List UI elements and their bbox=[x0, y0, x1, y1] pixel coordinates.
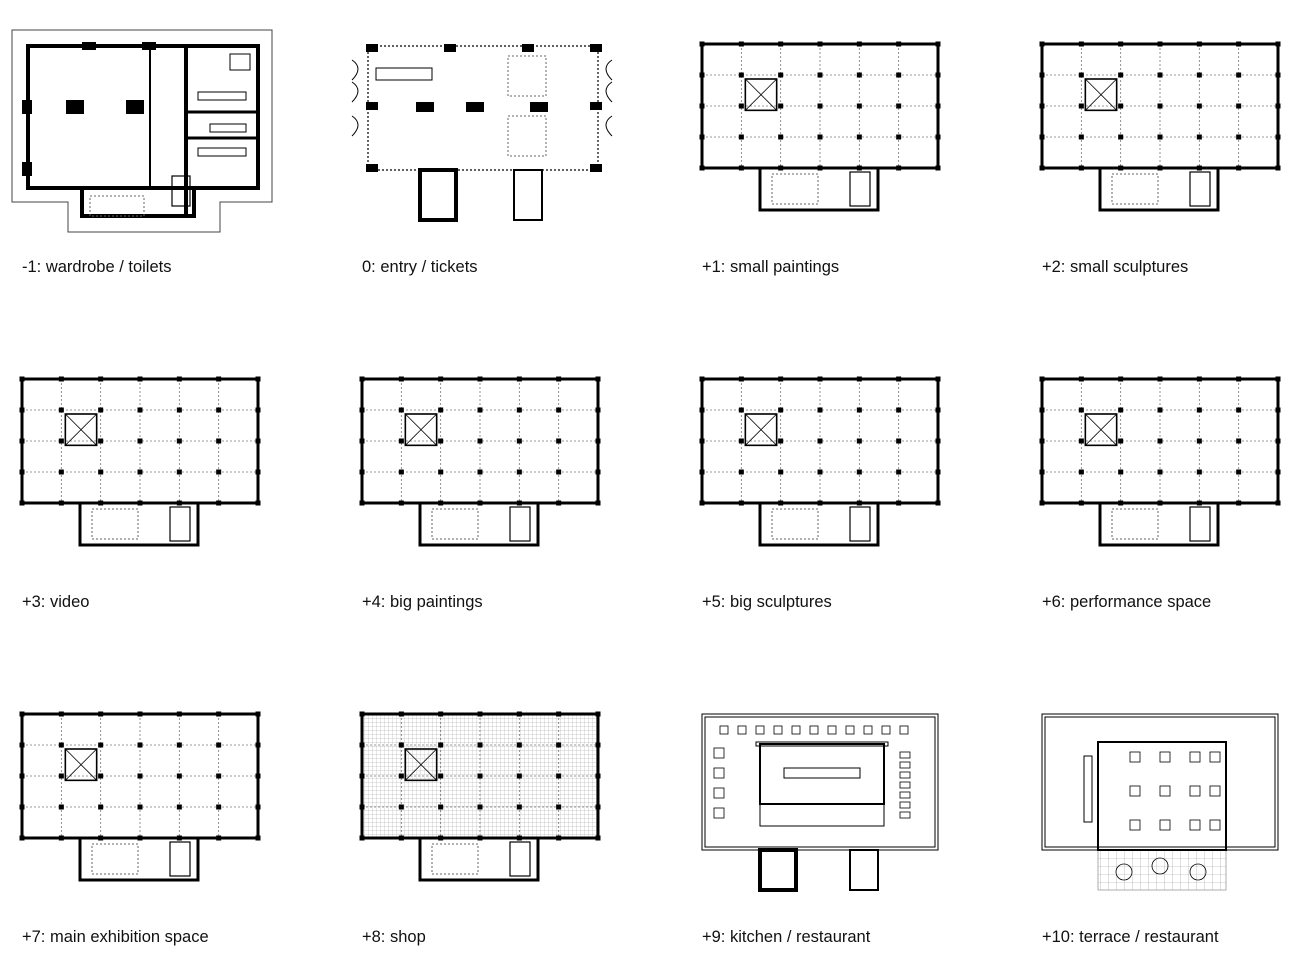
floor-plan-4: +4: big paintings bbox=[340, 355, 640, 615]
plan-drawing bbox=[1039, 41, 1281, 212]
floor-plan-3: +3: video bbox=[0, 355, 300, 615]
floor-plan-2: +2: small sculptures bbox=[1020, 20, 1300, 280]
floor-caption: +8: shop bbox=[362, 928, 426, 946]
floor-caption: +7: main exhibition space bbox=[22, 928, 209, 946]
plan-drawing bbox=[19, 376, 261, 547]
plan-drawing bbox=[701, 713, 939, 892]
floor-caption: +3: video bbox=[22, 593, 90, 611]
floor-plan-basement: -1: wardrobe / toilets bbox=[0, 20, 300, 280]
plan-drawing bbox=[1039, 376, 1281, 547]
floor-plan-5: +5: big sculptures bbox=[680, 355, 980, 615]
floor-plan-1: +1: small paintings bbox=[680, 20, 980, 280]
floor-caption: +10: terrace / restaurant bbox=[1042, 928, 1219, 946]
plan-drawing bbox=[699, 376, 941, 547]
floor-caption: +6: performance space bbox=[1042, 593, 1212, 611]
floor-plan-10: +10: terrace / restaurant bbox=[1020, 690, 1300, 950]
plan-drawing bbox=[11, 29, 273, 233]
plan-drawing bbox=[359, 711, 601, 882]
floor-caption: -1: wardrobe / toilets bbox=[22, 258, 172, 276]
floor-plan-entry: 0: entry / tickets bbox=[340, 20, 640, 280]
plan-drawing bbox=[699, 41, 941, 212]
plan-drawing bbox=[359, 376, 601, 547]
floor-caption: +9: kitchen / restaurant bbox=[702, 928, 871, 946]
floor-caption: +2: small sculptures bbox=[1042, 258, 1189, 276]
floor-plan-7: +7: main exhibition space bbox=[0, 690, 300, 950]
floor-caption: +5: big sculptures bbox=[702, 593, 832, 611]
plan-drawing bbox=[19, 711, 261, 882]
floor-caption: 0: entry / tickets bbox=[362, 258, 478, 276]
plan-drawing bbox=[1041, 713, 1279, 891]
floor-plan-6: +6: performance space bbox=[1020, 355, 1300, 615]
floor-caption: +1: small paintings bbox=[702, 258, 840, 276]
floor-plan-9: +9: kitchen / restaurant bbox=[680, 690, 980, 950]
floor-plan-8: +8: shop bbox=[340, 690, 640, 950]
floor-caption: +4: big paintings bbox=[362, 593, 483, 611]
plan-drawing bbox=[351, 44, 613, 222]
